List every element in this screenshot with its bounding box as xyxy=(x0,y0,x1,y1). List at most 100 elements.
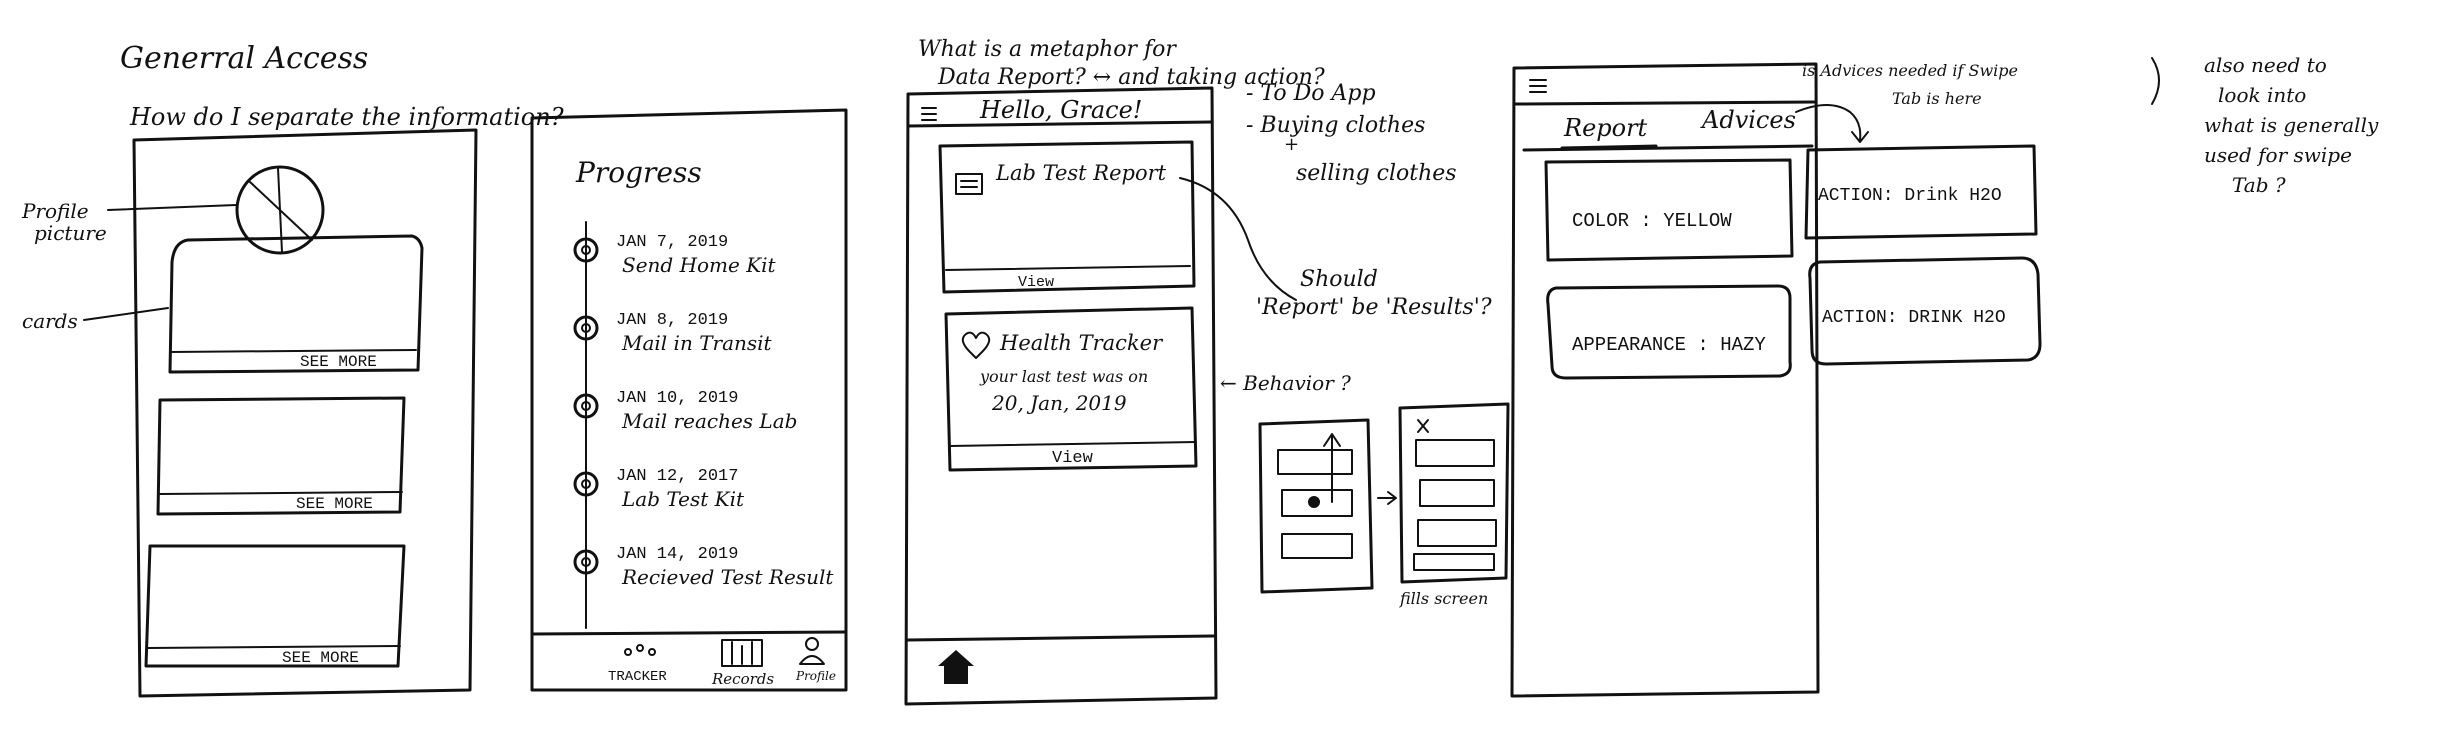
timeline-event: Mail reaches Lab xyxy=(621,409,797,433)
card-title: Health Tracker xyxy=(999,331,1164,355)
timeline-node xyxy=(573,471,599,497)
report-icon xyxy=(955,173,983,195)
behavior-sketch xyxy=(1258,402,1510,594)
timeline-event: Send Home Kit xyxy=(622,253,777,277)
side-note-line: what is generally xyxy=(2204,113,2379,137)
timeline-node xyxy=(573,549,599,575)
phone-frame-general-access xyxy=(132,128,478,698)
bottom-nav: TRACKER Records Profile xyxy=(608,637,836,688)
profile-label: picture xyxy=(34,221,107,245)
note-plus: + xyxy=(1284,134,1299,155)
side-note-line: look into xyxy=(2218,83,2306,107)
hamburger-menu-icon[interactable] xyxy=(1529,79,1547,93)
card-3[interactable]: SEE MORE xyxy=(144,544,406,668)
metaphor-question: Data Report? ↔ and taking action? xyxy=(937,65,1325,90)
side-note-line: Tab ? xyxy=(2232,173,2286,197)
tab-report[interactable]: Report xyxy=(1563,114,1648,142)
tab-annotation-arrow xyxy=(1795,104,1862,141)
view-link[interactable]: View xyxy=(1052,449,1094,468)
page-title: Generral Access xyxy=(120,41,368,76)
color-card-text: COLOR : YELLOW xyxy=(1572,210,1732,232)
action-card-text: ACTION: DRINK H2O xyxy=(1822,308,2006,328)
timeline-event: Recieved Test Result xyxy=(621,565,834,589)
nav-records-label: Records xyxy=(711,670,774,688)
tab-annotation-arrowhead xyxy=(1851,131,1869,143)
note-should: 'Report' be 'Results'? xyxy=(1256,295,1492,320)
action-card-1[interactable]: ACTION: Drink H2O xyxy=(1804,144,2038,240)
profile-picture-placeholder xyxy=(235,165,325,255)
card-title: Lab Test Report xyxy=(995,161,1167,185)
card-2[interactable]: SEE MORE xyxy=(156,396,406,516)
timeline-node-inner xyxy=(581,245,591,255)
records-icon xyxy=(721,639,763,667)
side-note-line: also need to xyxy=(2204,53,2327,77)
note-metaphor: - To Do App xyxy=(1246,81,1376,106)
action-card-2[interactable]: ACTION: DRINK H2O xyxy=(1808,256,2042,366)
timeline-date: JAN 14, 2019 xyxy=(616,545,738,564)
annotation-arrow xyxy=(1179,177,1297,301)
side-note: also need to look into what is generally us… xyxy=(2204,53,2379,197)
nav-profile-label: Profile xyxy=(795,669,836,683)
hamburger-menu-icon[interactable] xyxy=(921,107,937,121)
note-fills-screen: fills screen xyxy=(1399,589,1488,608)
note-bracket xyxy=(2151,57,2160,105)
card-date: 20, Jan, 2019 xyxy=(991,391,1127,415)
timeline-node-inner xyxy=(581,323,591,333)
card-text: your last test was on xyxy=(979,367,1148,386)
nav-profile[interactable]: Profile xyxy=(795,637,836,683)
tab-divider xyxy=(1522,144,1814,152)
appearance-card-text: APPEARANCE : HAZY xyxy=(1572,334,1766,356)
phone-frame-home xyxy=(904,86,1218,706)
metaphor-question: What is a metaphor for xyxy=(918,37,1177,62)
side-note-line: used for swipe xyxy=(2204,143,2352,167)
lab-test-report-card[interactable]: Lab Test Report View xyxy=(938,140,1196,294)
timeline-node-inner xyxy=(581,401,591,411)
home-icon[interactable] xyxy=(938,650,974,684)
view-link[interactable]: View xyxy=(1018,274,1054,291)
note-metaphor: selling clothes xyxy=(1296,161,1457,186)
tab-advices[interactable]: Advices xyxy=(1700,106,1796,134)
cards-label: cards xyxy=(22,309,78,333)
note-behavior: ← Behavior ? xyxy=(1220,371,1351,395)
progress-heading: Progress xyxy=(575,156,702,189)
timeline-node-inner xyxy=(581,479,591,489)
note-tab: Tab is here xyxy=(1892,89,1982,108)
card-1[interactable]: SEE MORE xyxy=(168,234,424,374)
timeline-date: JAN 10, 2019 xyxy=(616,389,738,408)
nav-tracker-label: TRACKER xyxy=(608,669,667,685)
heart-icon xyxy=(961,331,991,359)
timeline-node-inner xyxy=(581,557,591,567)
nav-records[interactable]: Records xyxy=(711,639,774,688)
timeline-event: Mail in Transit xyxy=(621,331,773,355)
color-card[interactable]: COLOR : YELLOW xyxy=(1544,158,1794,262)
profile-icon xyxy=(805,637,819,651)
profile-pointer-line xyxy=(107,204,237,211)
see-more-link[interactable]: SEE MORE xyxy=(300,353,377,371)
active-tab-indicator xyxy=(1560,144,1658,150)
note-metaphor: - Buying clothes xyxy=(1246,113,1425,138)
health-tracker-card[interactable]: Health Tracker your last test was on 20,… xyxy=(944,306,1198,472)
timeline-date: JAN 7, 2019 xyxy=(616,233,728,252)
cards-pointer-line xyxy=(83,307,169,321)
action-card-text: ACTION: Drink H2O xyxy=(1818,186,2002,206)
note-tab: is Advices needed if Swipe xyxy=(1802,61,2018,80)
profile-label: Profile xyxy=(21,199,89,223)
see-more-link[interactable]: SEE MORE xyxy=(282,649,359,667)
timeline-node xyxy=(573,315,599,341)
greeting: Hello, Grace! xyxy=(979,96,1142,124)
nav-tracker[interactable]: TRACKER xyxy=(608,644,667,685)
appearance-card[interactable]: APPEARANCE : HAZY xyxy=(1546,284,1792,380)
phone-frame-report xyxy=(1510,62,1820,698)
timeline-node xyxy=(573,393,599,419)
timeline-date: JAN 8, 2019 xyxy=(616,311,728,330)
timeline-event: Lab Test Kit xyxy=(621,487,745,511)
see-more-link[interactable]: SEE MORE xyxy=(296,495,373,513)
timeline-date: JAN 12, 2017 xyxy=(616,467,738,486)
